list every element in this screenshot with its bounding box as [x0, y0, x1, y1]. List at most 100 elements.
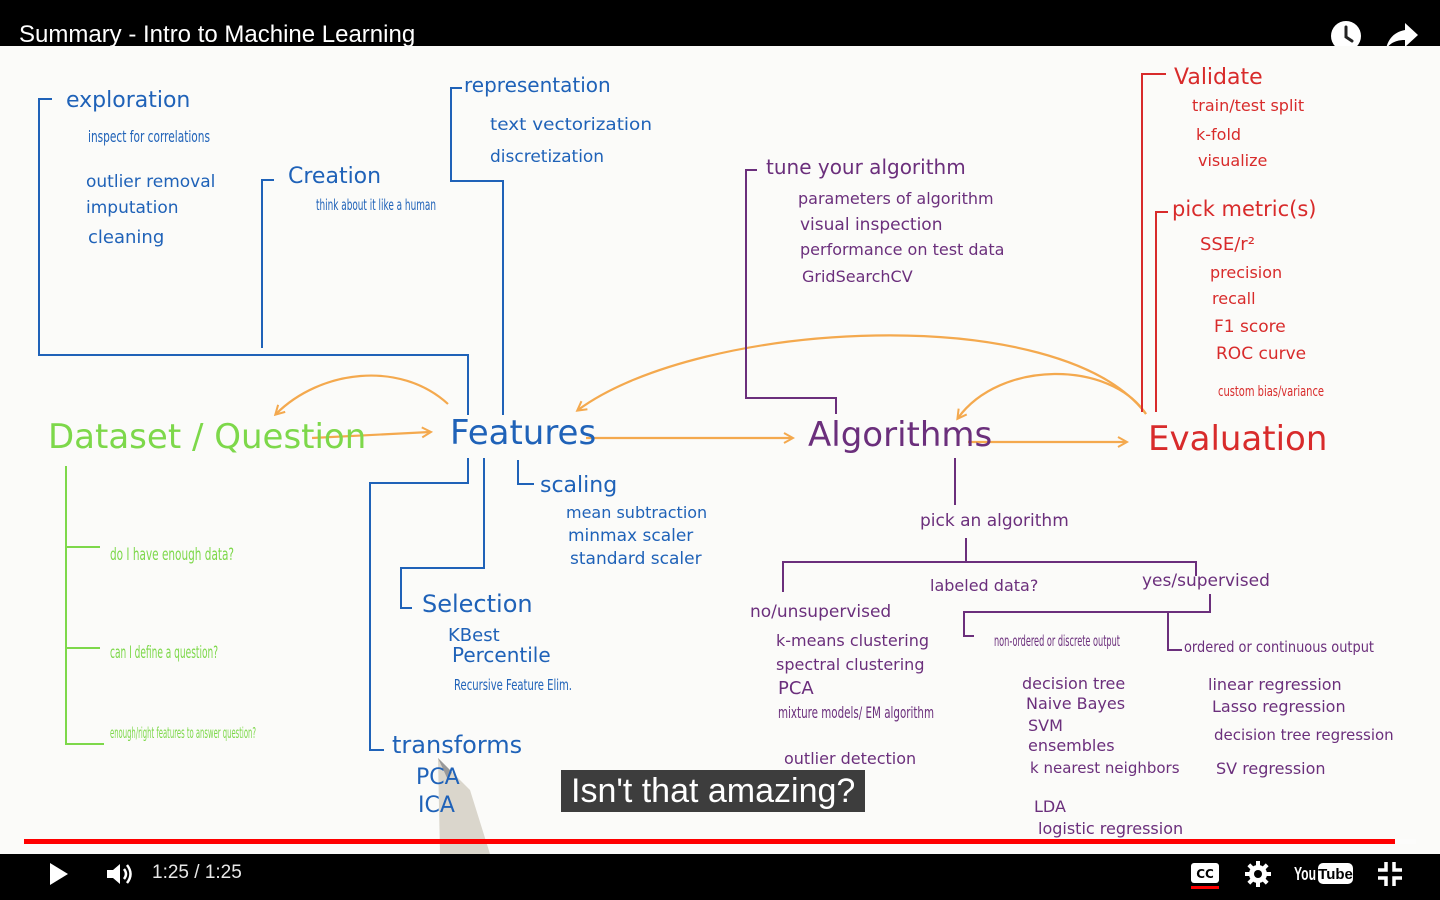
selection-item: KBest [448, 625, 500, 646]
validate-group: Validate train/test split k-fold visuali… [1174, 65, 1304, 170]
metric-item: precision [1210, 263, 1282, 282]
node-algorithms: Algorithms [808, 415, 992, 455]
selection-title: Selection [422, 590, 533, 618]
pick-algorithm-title: pick an algorithm [920, 511, 1069, 531]
exploration-item: cleaning [88, 227, 164, 248]
continuous-output-title: ordered or continuous output [1184, 638, 1374, 656]
youtube-logo: You Tube [1294, 863, 1353, 884]
metrics-group: pick metric(s) SSE/r² precision recall F… [1172, 197, 1324, 400]
unsupervised-item: PCA [778, 678, 814, 699]
evaluation-lines [1141, 73, 1168, 412]
play-icon [50, 863, 68, 885]
scaling-item: standard scaler [570, 549, 702, 569]
dataset-items: do I have enough data? can I define a qu… [110, 545, 256, 742]
validate-item: train/test split [1192, 96, 1304, 115]
discrete-item: k nearest neighbors [1030, 759, 1180, 777]
dataset-item: enough/right features to answer question… [110, 724, 256, 742]
representation-item: text vectorization [490, 115, 652, 135]
node-features: Features [450, 413, 596, 453]
youtube-logo-button[interactable]: You Tube [1292, 858, 1356, 888]
exit-fullscreen-button[interactable] [1372, 856, 1408, 892]
watch-later-button[interactable] [1326, 16, 1366, 56]
metrics-title: pick metric(s) [1172, 197, 1317, 221]
svg-text:CC: CC [1196, 867, 1214, 881]
mute-button[interactable] [100, 858, 140, 890]
metric-item: custom bias/variance [1218, 384, 1324, 400]
video-frame[interactable]: Dataset / Question Features Algorithms E… [0, 46, 1440, 854]
dataset-lines [65, 466, 104, 745]
metric-item: F1 score [1214, 317, 1286, 337]
node-evaluation: Evaluation [1148, 419, 1327, 459]
discrete-item: LDA [1034, 797, 1066, 816]
closed-caption: Isn't that amazing? [561, 770, 866, 812]
discrete-item: SVM [1028, 716, 1063, 735]
tune-item: visual inspection [800, 215, 942, 235]
continuous-item: SV regression [1216, 759, 1326, 778]
labeled-data-question: labeled data? [930, 576, 1038, 595]
unsupervised-item: k-means clustering [776, 631, 929, 650]
continuous-item: decision tree regression [1214, 726, 1394, 744]
scaling-item: mean subtraction [566, 503, 707, 522]
exploration-group: exploration inspect for correlations out… [66, 88, 215, 248]
algorithm-lines [745, 169, 1211, 651]
validate-item: visualize [1198, 151, 1267, 170]
scaling-item: minmax scaler [568, 526, 693, 546]
share-button[interactable] [1382, 16, 1422, 56]
validate-title: Validate [1174, 65, 1263, 90]
cc-icon: CC [1191, 863, 1219, 889]
marker-pen [438, 758, 490, 854]
features-lines [38, 87, 534, 751]
pick-algorithm-group: pick an algorithm labeled data? no/unsup… [750, 511, 1394, 838]
creation-group: Creation think about it like a human [288, 164, 436, 214]
selection-group: Selection KBest Percentile Recursive Fea… [422, 590, 572, 694]
tune-title: tune your algorithm [766, 155, 966, 179]
play-button[interactable] [38, 858, 78, 890]
tune-item: performance on test data [800, 240, 1004, 259]
exit-fullscreen-icon [1378, 862, 1402, 886]
volume-icon [107, 864, 132, 884]
discrete-item: ensembles [1028, 736, 1115, 755]
scaling-title: scaling [540, 473, 617, 498]
progress-fill [24, 839, 1396, 844]
discrete-item: decision tree [1022, 674, 1125, 693]
unsupervised-label: no/unsupervised [750, 602, 891, 622]
transforms-group: transforms PCA ICA [392, 731, 522, 818]
metric-item: ROC curve [1216, 344, 1306, 364]
validate-item: k-fold [1196, 125, 1241, 144]
continuous-item: Lasso regression [1212, 697, 1346, 716]
transforms-item: PCA [416, 765, 460, 790]
representation-title: representation [464, 73, 611, 97]
flow-arrows [276, 334, 1147, 442]
node-dataset: Dataset / Question [48, 417, 366, 457]
svg-text:You: You [1294, 864, 1316, 884]
tune-item: GridSearchCV [802, 267, 913, 286]
creation-item: think about it like a human [316, 196, 436, 214]
metric-item: recall [1212, 289, 1256, 308]
continuous-item: linear regression [1208, 675, 1342, 694]
dataset-item: can I define a question? [110, 643, 218, 663]
representation-group: representation text vectorization discre… [464, 73, 652, 167]
settings-button[interactable] [1240, 856, 1276, 892]
exploration-item: outlier removal [86, 172, 215, 192]
transforms-title: transforms [392, 731, 522, 759]
title-bar: Summary - Intro to Machine Learning [0, 0, 1440, 51]
clock-icon [1331, 21, 1361, 51]
selection-item: Percentile [452, 643, 551, 667]
exploration-title: exploration [66, 88, 190, 113]
creation-title: Creation [288, 164, 381, 189]
progress-bar[interactable] [24, 839, 1416, 844]
exploration-item: imputation [86, 198, 179, 218]
supervised-label: yes/supervised [1142, 571, 1270, 591]
tune-group: tune your algorithm parameters of algori… [766, 155, 1004, 286]
unsupervised-item: outlier detection [784, 749, 916, 768]
share-arrow-icon [1386, 23, 1418, 49]
selection-item: Recursive Feature Elim. [454, 676, 572, 694]
discrete-output-title: non-ordered or discrete output [994, 632, 1120, 650]
gear-icon [1245, 861, 1271, 887]
representation-item: discretization [490, 147, 604, 167]
svg-text:Tube: Tube [1318, 866, 1353, 883]
metric-item: SSE/r² [1200, 234, 1255, 255]
video-title[interactable]: Summary - Intro to Machine Learning [19, 21, 416, 48]
captions-button[interactable]: CC [1186, 858, 1224, 892]
